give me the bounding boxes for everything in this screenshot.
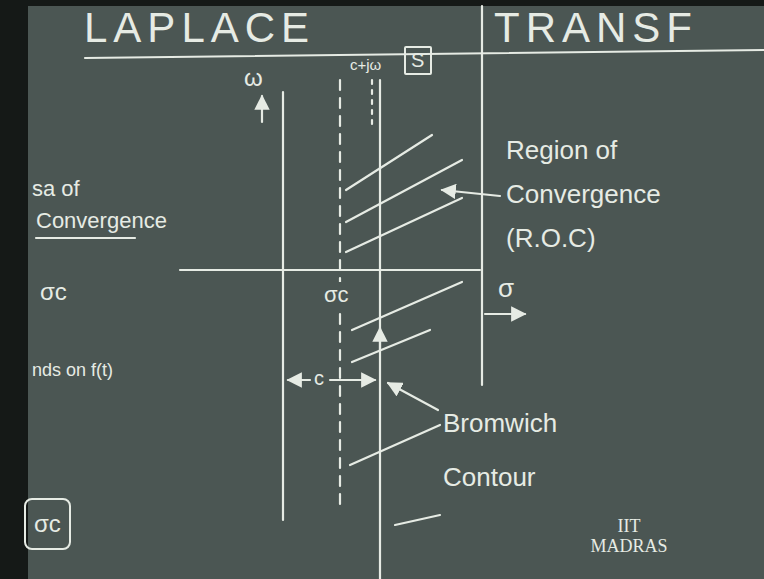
watermark: IIT MADRAS	[584, 516, 674, 556]
box-text: σc	[34, 510, 61, 538]
imaginary-axis	[282, 92, 284, 520]
note-text: sa of	[32, 176, 80, 201]
box-text: S	[411, 49, 425, 72]
contour-arrow	[379, 328, 381, 350]
underline	[36, 237, 135, 239]
dimension-arrow	[288, 379, 310, 381]
note-text: σc	[40, 278, 67, 306]
real-axis	[180, 269, 480, 271]
axis-arrow	[485, 313, 525, 315]
line-label: c+jω	[350, 56, 381, 73]
axis-arrow	[261, 96, 263, 122]
leader-arrow	[442, 190, 500, 196]
boxed-symbol: σc	[24, 498, 71, 550]
axis-label: ω	[244, 64, 263, 92]
variable-box: S	[404, 46, 432, 75]
axis-label: σ	[498, 274, 514, 304]
board-edge	[0, 0, 28, 579]
note-text: nds on f(t)	[32, 360, 113, 381]
title-rule	[85, 50, 764, 58]
leader-arrow	[388, 383, 438, 410]
dimension-arrow	[330, 379, 375, 381]
dimension-label: c	[314, 367, 324, 390]
dotted-line	[371, 80, 373, 130]
note-heading: Convergence	[36, 208, 167, 233]
title-text: LAPLACE	[84, 4, 315, 52]
region-label: Region of Convergence (R.O.C)	[506, 128, 686, 260]
axis-label: σc	[322, 282, 351, 307]
title-text: TRANSF	[494, 4, 698, 52]
contour-label: Bromwich Contour	[443, 396, 593, 504]
board-divider	[481, 6, 483, 385]
bromwich-line	[379, 80, 381, 579]
